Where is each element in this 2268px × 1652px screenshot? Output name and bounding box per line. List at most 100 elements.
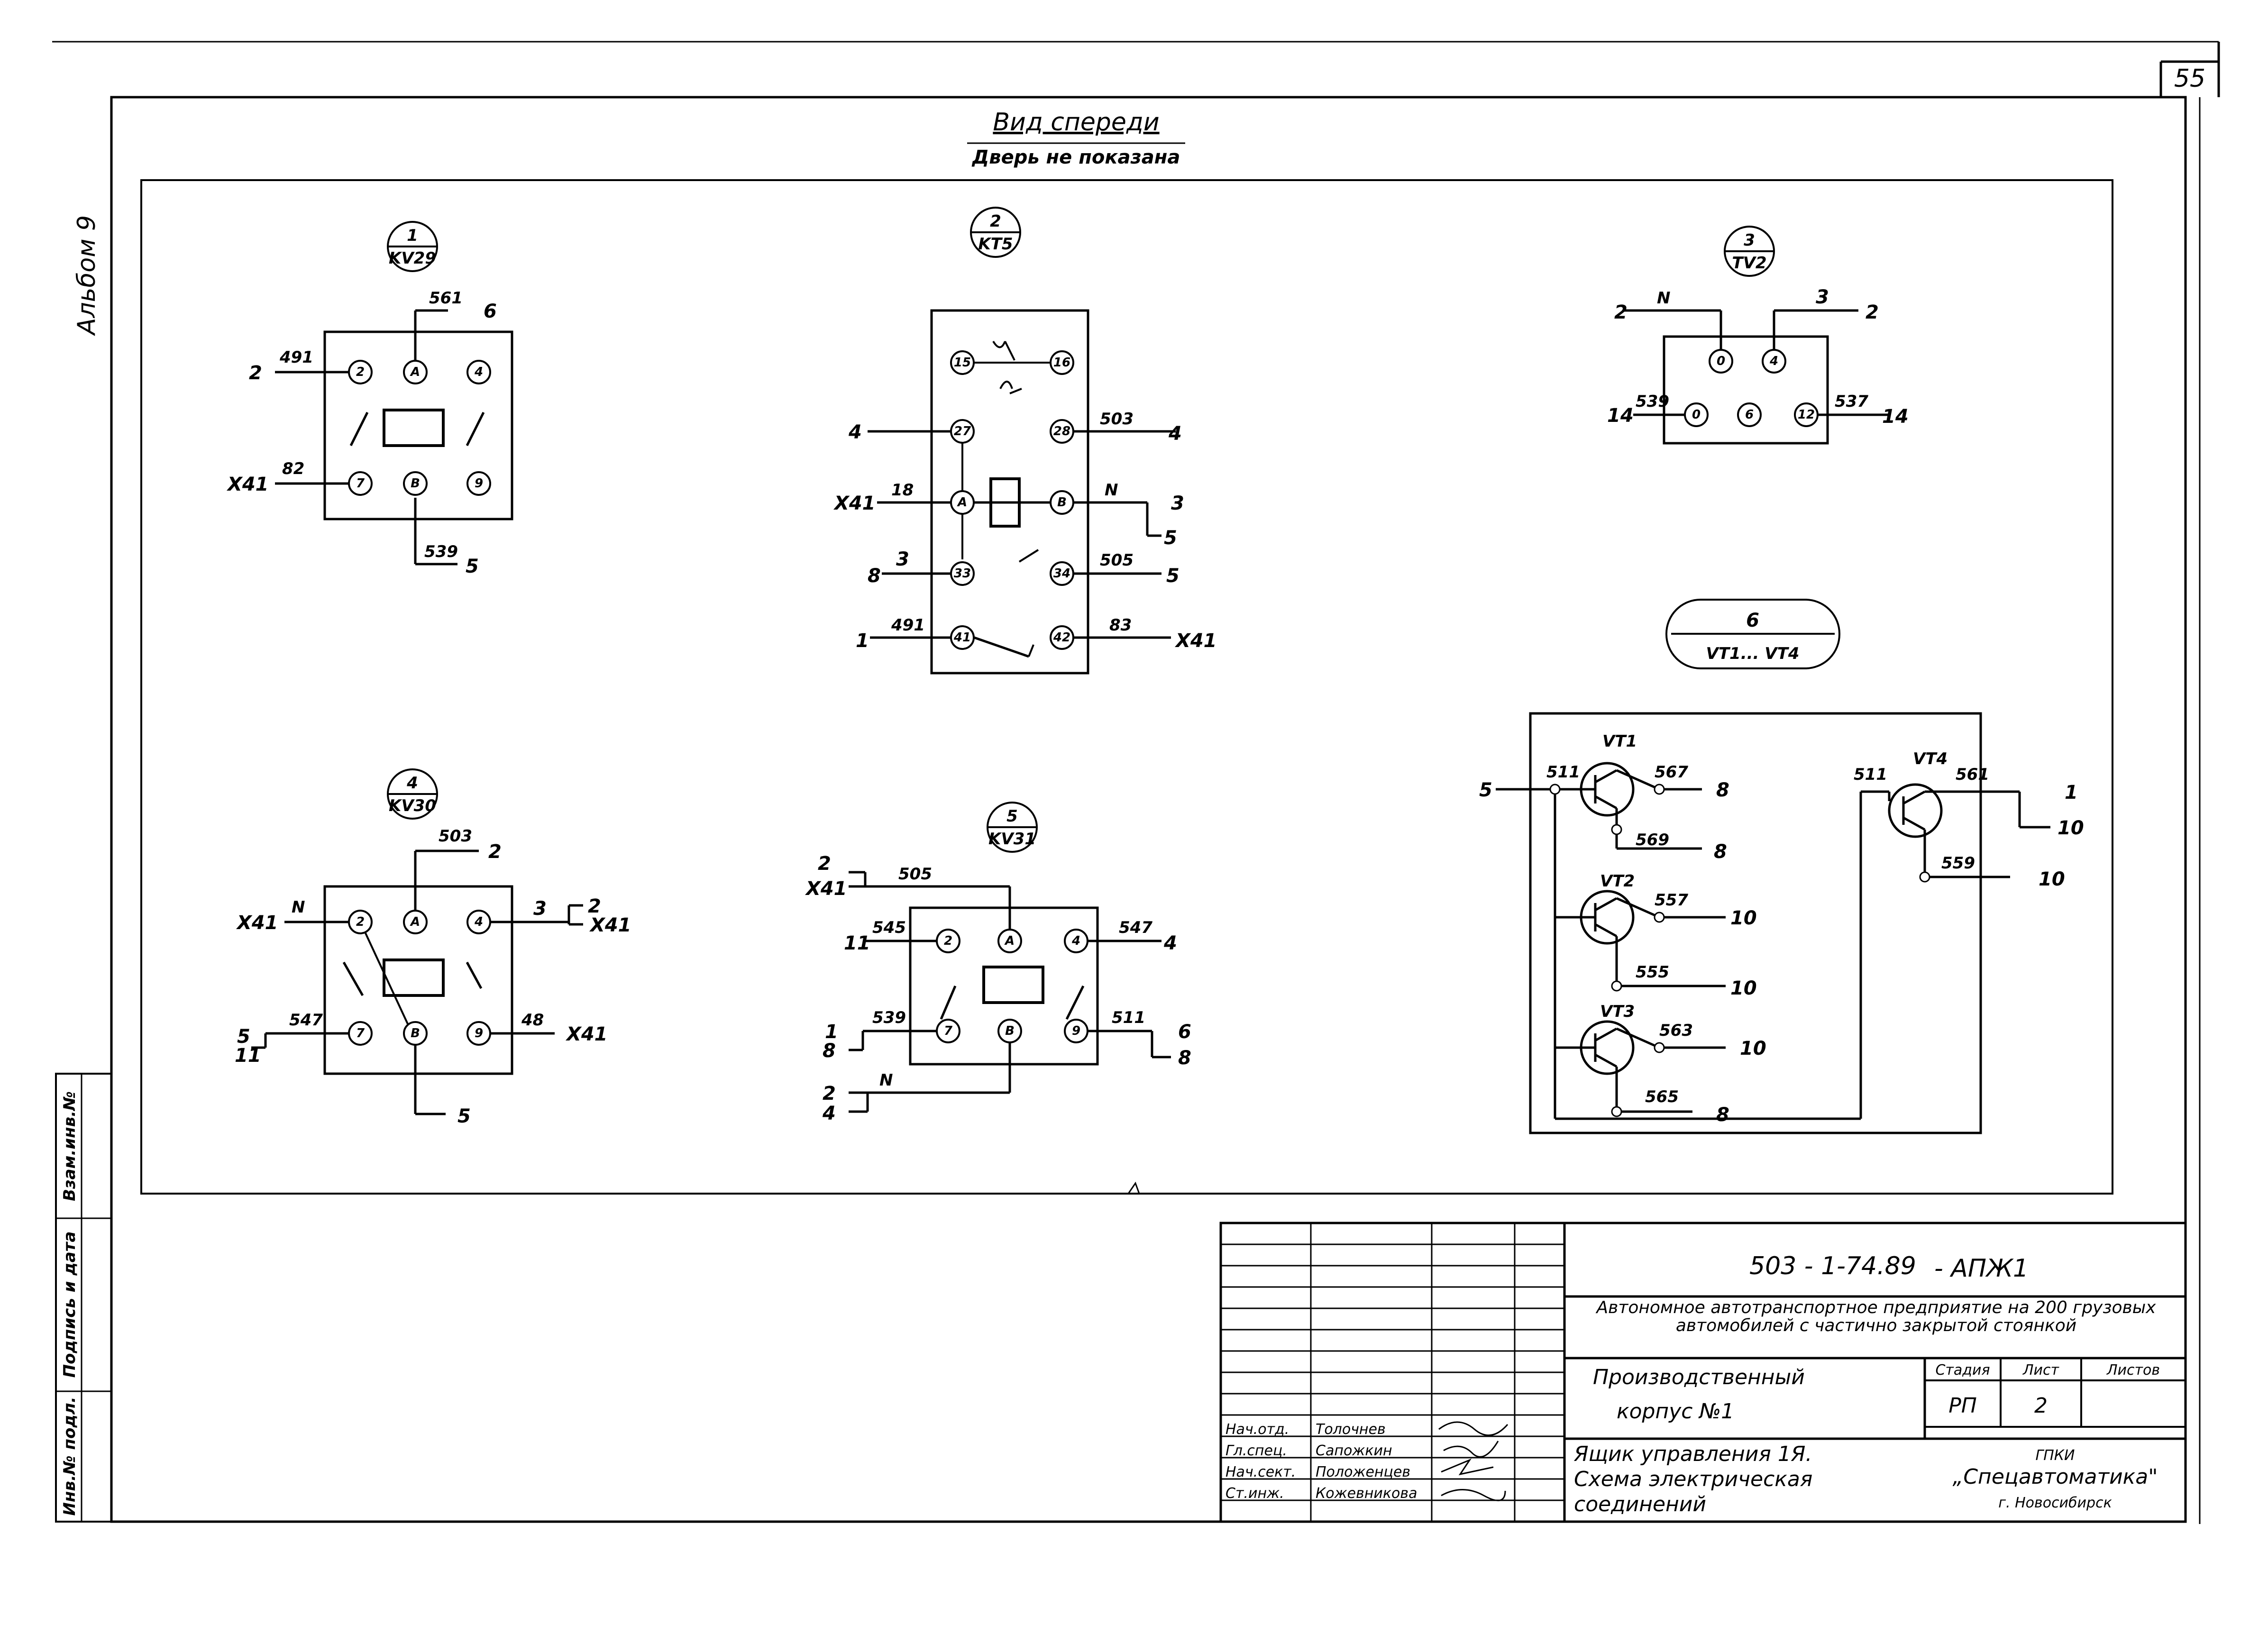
svg-text:A: A <box>410 915 420 929</box>
svg-text:VT4: VT4 <box>1913 749 1948 768</box>
svg-text:KT5: KT5 <box>978 235 1013 254</box>
drawing-name-1: Ящик управления 1Я. <box>1573 1442 1812 1466</box>
svg-text:9: 9 <box>475 476 483 491</box>
svg-text:14: 14 <box>1882 406 1909 428</box>
svg-text:4: 4 <box>848 421 862 443</box>
svg-text:4: 4 <box>474 915 483 929</box>
svg-text:10: 10 <box>2058 817 2084 839</box>
svg-text:9: 9 <box>475 1026 483 1040</box>
svg-text:491: 491 <box>279 348 313 367</box>
svg-text:2: 2 <box>1866 301 1879 323</box>
svg-text:539: 539 <box>1636 392 1669 411</box>
svg-text:18: 18 <box>891 481 914 500</box>
svg-text:511: 511 <box>1112 1008 1145 1027</box>
svg-text:VT1: VT1 <box>1602 732 1637 751</box>
svg-text:28: 28 <box>1053 424 1070 438</box>
svg-text:42: 42 <box>1053 630 1070 645</box>
svg-text:8: 8 <box>868 565 881 587</box>
svg-text:10: 10 <box>2039 868 2065 890</box>
svg-text:5: 5 <box>237 1026 250 1048</box>
svg-text:555: 555 <box>1636 963 1669 982</box>
svg-text:2: 2 <box>488 841 502 863</box>
svg-text:34: 34 <box>1053 566 1070 581</box>
svg-text:B: B <box>411 1026 420 1040</box>
svg-text:2: 2 <box>356 915 365 929</box>
svg-text:6: 6 <box>1745 408 1754 422</box>
signer-name: Сапожкин <box>1316 1442 1392 1459</box>
svg-text:505: 505 <box>1100 551 1134 570</box>
signer-role: Ст.инж. <box>1225 1485 1284 1502</box>
svg-text:491: 491 <box>891 616 925 635</box>
svg-text:N: N <box>292 898 305 917</box>
svg-text:1: 1 <box>825 1021 838 1043</box>
relay-kv30 <box>251 768 583 1115</box>
timer-kt5-text: 2 KT5 15 16 27 28 A B 33 34 41 42 4 503 … <box>833 212 1217 652</box>
album-label: Альбом 9 <box>73 215 101 336</box>
svg-text:503: 503 <box>1100 410 1134 429</box>
svg-text:5: 5 <box>466 556 479 577</box>
svg-text:2: 2 <box>823 1083 836 1104</box>
org-2: „Спецавтоматика" <box>1953 1465 2158 1489</box>
svg-text:A: A <box>957 495 967 510</box>
svg-text:4: 4 <box>822 1103 836 1124</box>
device-type: KV29 <box>389 249 436 268</box>
svg-text:33: 33 <box>954 566 971 581</box>
svg-text:14: 14 <box>1607 405 1634 427</box>
signer-role: Гл.спец. <box>1225 1442 1287 1459</box>
svg-text:8: 8 <box>1714 841 1727 863</box>
svg-text:5: 5 <box>1164 527 1177 549</box>
title-block <box>1219 1222 2187 1523</box>
svg-text:X41: X41 <box>236 912 278 934</box>
svg-text:A: A <box>410 365 420 379</box>
svg-text:511: 511 <box>1854 765 1887 784</box>
svg-text:X41: X41 <box>1174 630 1217 652</box>
signer-name: Толочнев <box>1316 1421 1386 1438</box>
title-block-text: 503 - 1-74.89 - АПЖ1 Автономное автотран… <box>1225 1252 2160 1516</box>
svg-text:2: 2 <box>944 934 952 948</box>
svg-text:VT2: VT2 <box>1600 872 1635 891</box>
page-number: 55 <box>2174 64 2205 93</box>
svg-text:4: 4 <box>1168 423 1182 445</box>
svg-text:561: 561 <box>429 289 463 308</box>
sheets-header: Листов <box>2106 1362 2160 1378</box>
svg-text:10: 10 <box>1740 1038 1766 1059</box>
svg-text:A: A <box>1004 934 1015 948</box>
stamp-vzam: Взам.инв.№ <box>60 1091 79 1201</box>
svg-text:X41: X41 <box>589 914 631 936</box>
svg-text:B: B <box>1057 495 1067 510</box>
svg-text:B: B <box>411 476 420 491</box>
svg-text:7: 7 <box>944 1024 953 1038</box>
svg-text:3: 3 <box>1171 493 1184 514</box>
svg-text:8: 8 <box>1178 1047 1191 1069</box>
view-subtitle: Дверь не показана <box>971 146 1180 168</box>
svg-text:4: 4 <box>406 774 418 793</box>
svg-text:563: 563 <box>1659 1021 1693 1040</box>
drawing-name-3: соединений <box>1574 1492 1706 1516</box>
svg-text:4: 4 <box>1071 934 1080 948</box>
svg-text:0: 0 <box>1692 408 1701 422</box>
svg-text:3: 3 <box>896 548 909 570</box>
svg-text:12: 12 <box>1798 408 1815 422</box>
svg-text:7: 7 <box>356 1026 365 1040</box>
doc-code: 503 - 1-74.89 <box>1749 1252 1916 1280</box>
svg-text:567: 567 <box>1655 763 1688 782</box>
svg-text:569: 569 <box>1636 831 1669 849</box>
stage-header: Стадия <box>1935 1362 1990 1378</box>
thyristor-block <box>1496 599 2050 1134</box>
building-name-2: корпус №1 <box>1617 1399 1734 1424</box>
relay-kv31-text: 5 KV31 2 A 4 7 B 9 2 X41 505 11 545 547 … <box>805 807 1191 1124</box>
svg-text:11: 11 <box>235 1045 261 1067</box>
svg-text:KV30: KV30 <box>389 796 436 815</box>
svg-text:5: 5 <box>1006 807 1018 826</box>
view-title: Вид спереди <box>993 108 1159 137</box>
project-name: Автономное автотранспортное предприятие … <box>1596 1299 2156 1335</box>
svg-text:3: 3 <box>1744 231 1755 250</box>
relay-kv29-text: 1 KV29 2 A 4 7 B 9 561 6 2 491 X41 82 53… <box>226 226 497 577</box>
svg-text:2: 2 <box>818 853 831 875</box>
svg-text:2: 2 <box>1614 301 1628 323</box>
svg-text:KV31: KV31 <box>988 830 1036 849</box>
svg-text:6: 6 <box>1178 1021 1191 1043</box>
building-name-1: Производственный <box>1593 1365 1805 1389</box>
svg-text:X41: X41 <box>833 493 876 514</box>
sheet-value: 2 <box>2034 1394 2048 1418</box>
